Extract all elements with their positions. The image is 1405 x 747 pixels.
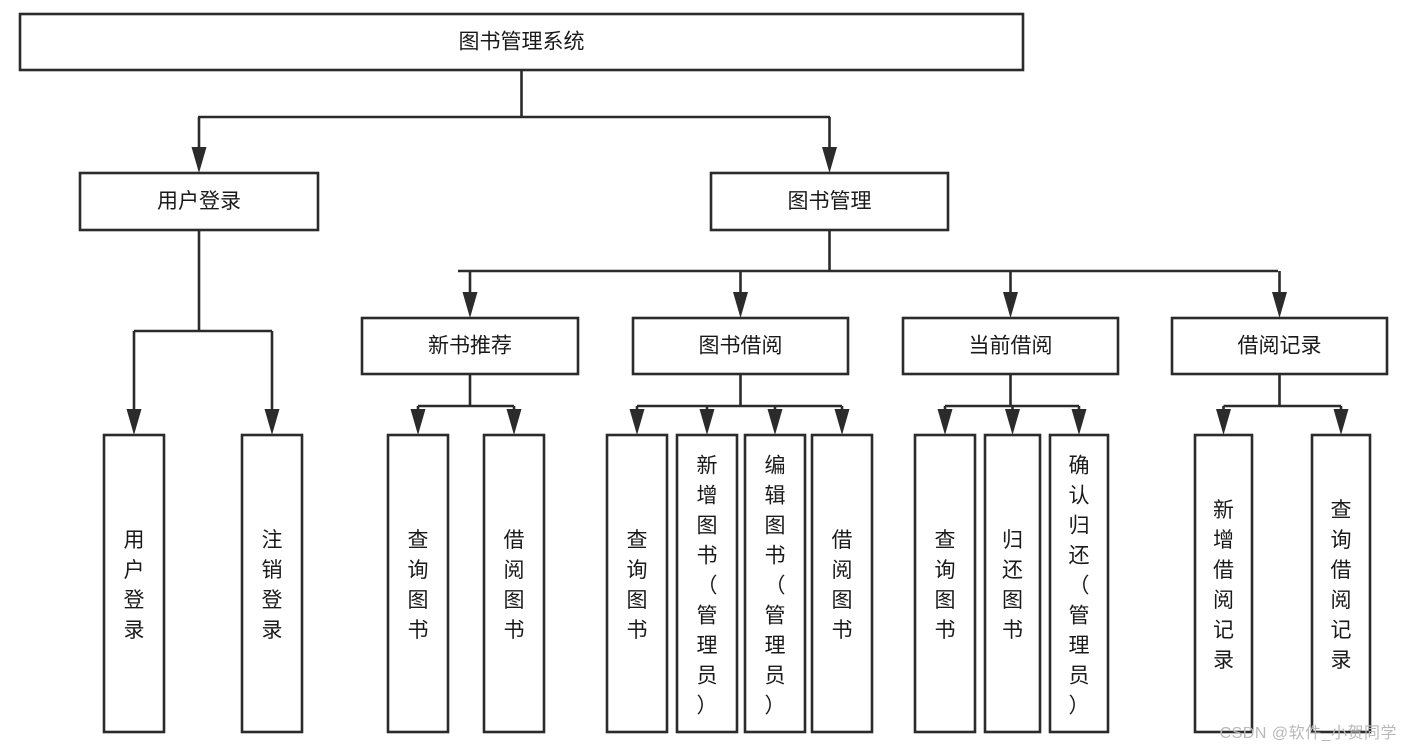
node-leaf-查询图书-l2-2-0-box[interactable]	[913, 433, 977, 734]
node-leaf-注销登录-0-1-box[interactable]	[240, 433, 304, 734]
login-leaf-0-arrowhead	[126, 409, 142, 435]
mgmt-to-图书借阅-1-arrowhead	[733, 292, 748, 318]
node-leaf-查询图书-l2-2-0-label: 查询图书	[935, 529, 956, 642]
root-to-用户登录-0-arrowhead	[191, 147, 207, 173]
node-leaf-查询图书-l2-1-0[interactable]: 查询图书	[605, 433, 669, 734]
group-1-leaf-2-arrowhead	[767, 409, 783, 435]
node-l2-借阅记录-3-label: 借阅记录	[1238, 335, 1322, 358]
nodes-layer: 图书管理系统用户登录用户登录注销登录图书管理新书推荐查询图书借阅图书图书借阅查询…	[18, 12, 1389, 734]
group-2-leaf-0-arrowhead	[937, 409, 953, 435]
node-leaf-查询图书-l2-0-0-box[interactable]	[386, 433, 450, 734]
node-leaf-注销登录-0-1-label: 注销登录	[262, 529, 283, 642]
node-leaf-借阅图书-l2-1-3[interactable]: 借阅图书	[810, 433, 874, 734]
node-l2-借阅记录-3[interactable]: 借阅记录	[1170, 316, 1389, 376]
node-leaf-新增借阅记录-l2-3-0[interactable]: 新增借阅记录	[1193, 433, 1254, 734]
node-l2-图书借阅-1-box[interactable]	[631, 316, 850, 376]
node-leaf-查询图书-l2-1-0-box[interactable]	[605, 433, 669, 734]
node-l2-图书借阅-1-label: 图书借阅	[699, 335, 783, 358]
mgmt-to-新书推荐-0-arrowhead	[462, 292, 478, 318]
node-leaf-用户登录-0-0-label: 用户登录	[124, 529, 145, 642]
connectors-layer	[126, 70, 1349, 435]
node-l2-新书推荐-0-box[interactable]	[360, 316, 580, 376]
node-leaf-归还图书-l2-2-1-box[interactable]	[983, 433, 1042, 734]
node-l2-当前借阅-2-box[interactable]	[901, 316, 1120, 376]
group-3-leaf-0-arrowhead	[1216, 409, 1231, 435]
node-leaf-借阅图书-l2-0-1[interactable]: 借阅图书	[482, 433, 546, 734]
group-3-leaf-1-arrowhead	[1333, 409, 1349, 435]
node-leaf-借阅图书-l2-1-3-box[interactable]	[810, 433, 874, 734]
mgmt-to-借阅记录-3-arrowhead	[1272, 292, 1287, 318]
group-0-leaf-0-arrowhead	[410, 409, 426, 435]
node-leaf-注销登录-0-1[interactable]: 注销登录	[240, 433, 304, 734]
node-l2-借阅记录-3-box[interactable]	[1170, 316, 1389, 376]
node-l1-用户登录-0[interactable]: 用户登录	[78, 171, 320, 232]
node-l2-当前借阅-2[interactable]: 当前借阅	[901, 316, 1120, 376]
node-l1-图书管理-1[interactable]: 图书管理	[709, 171, 950, 232]
node-leaf-归还图书-l2-2-1[interactable]: 归还图书	[983, 433, 1042, 734]
mgmt-to-当前借阅-2-arrowhead	[1003, 292, 1018, 318]
group-0-leaf-1-arrowhead	[506, 409, 522, 435]
group-1-leaf-0-arrowhead	[629, 409, 645, 435]
node-leaf-查询图书-l2-0-0[interactable]: 查询图书	[386, 433, 450, 734]
node-leaf-新增借阅记录-l2-3-0-label: 新增借阅记录	[1213, 499, 1234, 672]
login-leaf-1-arrowhead	[264, 409, 280, 435]
group-2-leaf-1-arrowhead	[1005, 409, 1020, 435]
node-leaf-用户登录-0-0-box[interactable]	[102, 433, 166, 734]
node-l1-图书管理-1-box[interactable]	[709, 171, 950, 232]
node-l2-图书借阅-1[interactable]: 图书借阅	[631, 316, 850, 376]
node-leaf-查询图书-l2-0-0-label: 查询图书	[408, 529, 429, 642]
node-leaf-编辑图书管理员-l2-1-2[interactable]: 编辑图书（管理员）	[743, 433, 807, 734]
group-1-leaf-3-arrowhead	[834, 409, 850, 435]
root-to-图书管理-1-arrowhead	[822, 147, 837, 173]
node-leaf-新增图书管理员-l2-1-1[interactable]: 新增图书（管理员）	[675, 433, 739, 734]
node-l2-新书推荐-0[interactable]: 新书推荐	[360, 316, 580, 376]
node-leaf-查询借阅记录-l2-3-1[interactable]: 查询借阅记录	[1310, 433, 1372, 734]
node-root-图书管理系统-box[interactable]	[18, 12, 1025, 72]
node-leaf-确认归还管理员-l2-2-2[interactable]: 确认归还（管理员）	[1048, 433, 1110, 734]
node-leaf-新增图书管理员-l2-1-1-label: 新增图书（管理员）	[697, 454, 718, 717]
node-leaf-新增借阅记录-l2-3-0-box[interactable]	[1193, 433, 1254, 734]
node-l1-用户登录-0-label: 用户登录	[157, 190, 241, 213]
node-l1-用户登录-0-box[interactable]	[78, 171, 320, 232]
node-leaf-编辑图书管理员-l2-1-2-label: 编辑图书（管理员）	[765, 454, 786, 717]
node-root-图书管理系统[interactable]: 图书管理系统	[18, 12, 1025, 72]
node-leaf-确认归还管理员-l2-2-2-label: 确认归还（管理员）	[1069, 454, 1090, 717]
node-leaf-新增图书管理员-l2-1-1-box[interactable]	[675, 433, 739, 734]
node-root-图书管理系统-label: 图书管理系统	[459, 31, 585, 54]
node-leaf-查询借阅记录-l2-3-1-box[interactable]	[1310, 433, 1372, 734]
node-leaf-查询借阅记录-l2-3-1-label: 查询借阅记录	[1331, 499, 1352, 672]
node-leaf-用户登录-0-0[interactable]: 用户登录	[102, 433, 166, 734]
node-leaf-编辑图书管理员-l2-1-2-box[interactable]	[743, 433, 807, 734]
node-l2-当前借阅-2-label: 当前借阅	[969, 335, 1053, 358]
node-leaf-借阅图书-l2-0-1-label: 借阅图书	[504, 529, 525, 642]
node-leaf-借阅图书-l2-1-3-label: 借阅图书	[832, 529, 853, 642]
node-leaf-确认归还管理员-l2-2-2-box[interactable]	[1048, 433, 1110, 734]
group-1-leaf-1-arrowhead	[699, 409, 715, 435]
node-leaf-归还图书-l2-2-1-label: 归还图书	[1002, 529, 1023, 642]
node-l2-新书推荐-0-label: 新书推荐	[428, 335, 512, 358]
node-leaf-借阅图书-l2-0-1-box[interactable]	[482, 433, 546, 734]
node-l1-图书管理-1-label: 图书管理	[788, 190, 872, 213]
csdn-watermark: CSDN @软件_小贺同学	[1219, 725, 1397, 742]
node-leaf-查询图书-l2-1-0-label: 查询图书	[627, 529, 648, 642]
node-leaf-查询图书-l2-2-0[interactable]: 查询图书	[913, 433, 977, 734]
group-2-leaf-2-arrowhead	[1071, 409, 1087, 435]
